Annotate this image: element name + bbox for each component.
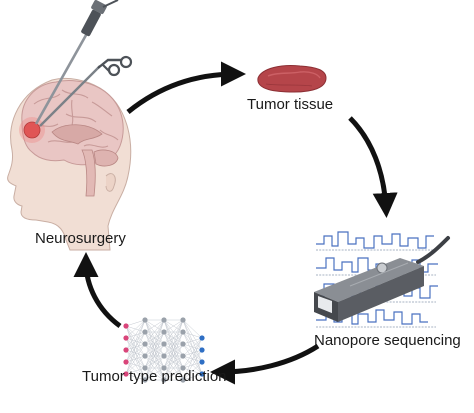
tissue-sample-icon [257, 65, 327, 93]
arrow-nanopore-to-prediction [210, 343, 320, 385]
output-node [199, 347, 205, 353]
minion-device [314, 258, 424, 322]
network-edge [163, 343, 184, 381]
network-edge [125, 343, 146, 375]
brain-stem [81, 149, 96, 197]
network-edge [163, 319, 184, 381]
network-edge [163, 319, 184, 333]
network-edge [144, 355, 165, 381]
network-edge [182, 331, 203, 339]
input-node [123, 371, 129, 377]
head-brain-surgery-icon [7, 0, 133, 251]
forceps-icon [39, 55, 133, 127]
network-edge [144, 319, 165, 381]
hidden-node [161, 377, 167, 383]
network-edge [125, 319, 146, 351]
network-edge [182, 349, 203, 381]
network-edge [163, 355, 184, 381]
network-edge [182, 337, 203, 369]
hidden-node [142, 317, 148, 323]
network-edge [182, 319, 203, 339]
step-label-nanopore-sequencing: Nanopore sequencing [314, 332, 461, 349]
network-edge [125, 319, 146, 327]
step-label-tumor-tissue: Tumor tissue [247, 96, 334, 113]
network-edge [163, 367, 184, 381]
network-edge [182, 337, 203, 381]
tissue-sample [257, 65, 327, 93]
inner-brain [51, 124, 103, 145]
arrow-neurosurgery-to-tissue [126, 61, 246, 114]
hidden-node [180, 341, 186, 347]
network-edge [125, 331, 146, 375]
network-edge [125, 367, 146, 375]
network-edge [125, 319, 146, 363]
input-node [123, 347, 129, 353]
hidden-node [161, 329, 167, 335]
tumor [23, 121, 41, 139]
input-node [123, 323, 129, 329]
network-edge [163, 319, 184, 345]
arrow-prediction-to-neurosurgery [73, 252, 122, 329]
hidden-node [161, 365, 167, 371]
hidden-node [180, 365, 186, 371]
network-edge [144, 319, 165, 345]
hidden-node [142, 341, 148, 347]
brain-folds [29, 89, 119, 148]
network-edge [144, 367, 165, 381]
network-edge [182, 337, 203, 357]
hidden-node [180, 377, 186, 383]
hidden-node [180, 317, 186, 323]
ear [105, 173, 116, 192]
arrow-tissue-to-nanopore [348, 116, 398, 218]
hidden-node [142, 353, 148, 359]
hidden-node [161, 353, 167, 359]
input-node [123, 359, 129, 365]
output-node [199, 359, 205, 365]
network-edge [182, 361, 203, 381]
output-node [199, 335, 205, 341]
hidden-node [142, 329, 148, 335]
step-label-neurosurgery: Neurosurgery [35, 230, 126, 247]
step-label-tumor-type-prediction: Tumor type prediction [82, 368, 227, 385]
network-edge [125, 373, 146, 381]
network-edge [144, 319, 165, 357]
network-edge [163, 331, 184, 381]
network-edge [144, 319, 165, 369]
input-node [123, 335, 129, 341]
network-edge [144, 331, 165, 381]
cerebellum [93, 149, 119, 167]
hidden-node [180, 353, 186, 359]
network-edge [144, 319, 165, 333]
nanopore-sequencer-icon [314, 231, 450, 328]
network-edge [163, 319, 184, 369]
hidden-node [142, 377, 148, 383]
network-edge [182, 337, 203, 345]
usb-cable [416, 236, 450, 264]
hidden-node [161, 317, 167, 323]
network-nodes [123, 317, 205, 383]
network-edge [144, 343, 165, 381]
output-node [199, 371, 205, 377]
neural-network-icon [123, 317, 205, 383]
network-edge [182, 373, 203, 381]
network-edge [125, 319, 146, 375]
hidden-node [142, 365, 148, 371]
endoscope-icon [34, 0, 119, 125]
hidden-node [180, 329, 186, 335]
network-edge [125, 319, 146, 339]
network-edge [163, 319, 184, 357]
network-edges [125, 319, 203, 381]
hidden-node [161, 341, 167, 347]
network-edge [125, 355, 146, 375]
